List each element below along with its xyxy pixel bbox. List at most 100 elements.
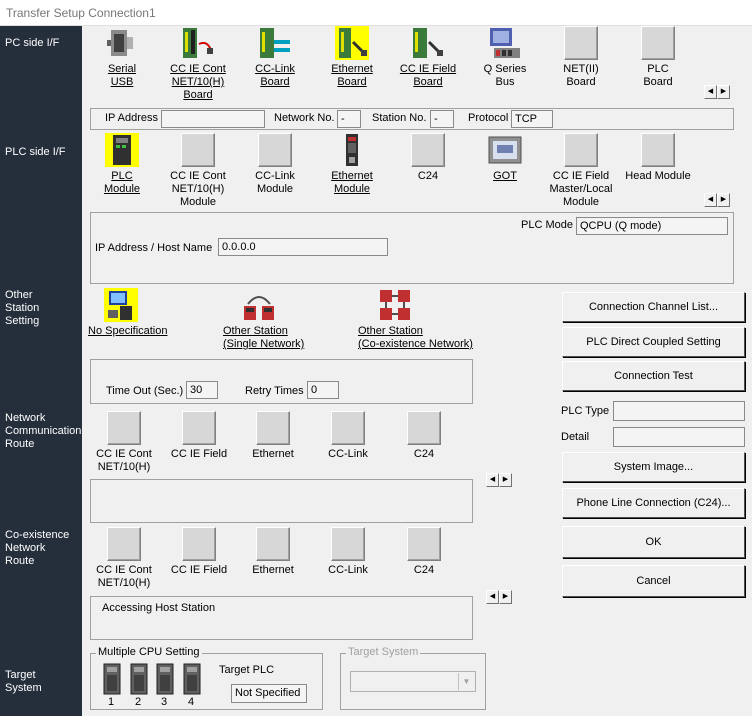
plc-side-ethernet-module[interactable]: Ethernet Module	[314, 133, 390, 196]
timeout-panel: Time Out (Sec.) 30 Retry Times 0	[90, 359, 473, 404]
scroll-right-icon[interactable]: ▶	[717, 193, 730, 207]
pc-side-serial-usb[interactable]: Serial USB	[84, 26, 160, 89]
sidebar: PC side I/F PLC side I/F Other Station S…	[0, 26, 82, 716]
title-bar: Transfer Setup Connection1	[0, 0, 752, 26]
blank-icon	[107, 411, 141, 445]
coexistence-route-cc-ie-field[interactable]: CC IE Field	[161, 527, 237, 577]
coexistence-route-ethernet[interactable]: Ethernet	[235, 527, 311, 577]
network-no-field[interactable]: -	[337, 110, 361, 128]
plc-side-c24[interactable]: C24	[390, 133, 466, 183]
coexistence-route-cc-link[interactable]: CC-Link	[310, 527, 386, 577]
blank-icon	[107, 527, 141, 561]
cpu-1-icon[interactable]	[103, 663, 121, 695]
pc-side-plc-board[interactable]: PLC Board	[620, 26, 696, 89]
other-station-no-specification[interactable]: No Specification	[82, 288, 172, 338]
connection-channel-list-button[interactable]: Connection Channel List...	[562, 292, 745, 322]
network-route-ethernet[interactable]: Ethernet	[235, 411, 311, 461]
blank-icon	[331, 411, 365, 445]
coexistence-route-c24[interactable]: C24	[386, 527, 462, 577]
pc-side-cc-link-board[interactable]: CC-Link Board	[237, 26, 313, 89]
network-route-c24[interactable]: C24	[386, 411, 462, 461]
pc-side-cc-ie-cont-board[interactable]: CC IE Cont NET/10(H) Board	[160, 26, 236, 102]
cpu-3-icon[interactable]	[156, 663, 174, 695]
target-plc-label: Target PLC	[219, 664, 275, 676]
plc-side-label: Head Module	[625, 170, 691, 182]
sidebar-label-other-station: Other Station Setting	[5, 289, 40, 327]
blank-icon	[258, 133, 292, 167]
plc-side-cc-ie-field-module[interactable]: CC IE Field Master/Local Module	[543, 133, 619, 209]
cpu-4-icon[interactable]	[183, 663, 201, 695]
coexistence-route-scroll[interactable]: ◀ ▶	[486, 590, 512, 604]
pc-side-ethernet-board[interactable]: Ethernet Board	[314, 26, 390, 89]
plc-module-icon	[105, 133, 139, 167]
scroll-right-icon[interactable]: ▶	[499, 590, 512, 604]
system-image-button[interactable]: System Image...	[562, 452, 745, 482]
pc-side-label: CC IE Field Board	[399, 63, 457, 88]
other-station-label: Other Station (Single Network)	[223, 325, 305, 350]
retry-field[interactable]: 0	[307, 381, 339, 399]
ok-button[interactable]: OK	[562, 526, 745, 558]
no-specification-icon	[104, 288, 138, 322]
timeout-field[interactable]: 30	[186, 381, 218, 399]
network-route-cc-link[interactable]: CC-Link	[310, 411, 386, 461]
cpu-2-icon[interactable]	[130, 663, 148, 695]
scroll-right-icon[interactable]: ▶	[717, 85, 730, 99]
pc-side-q-series-bus[interactable]: Q Series Bus	[467, 26, 543, 89]
scroll-left-icon[interactable]: ◀	[486, 473, 499, 487]
pc-side-scroll[interactable]: ◀ ▶	[704, 85, 730, 99]
pc-side-net-ii-board[interactable]: NET(II) Board	[543, 26, 619, 89]
other-station-label: Other Station (Co-existence Network)	[358, 325, 473, 350]
plc-side-cc-ie-cont-module[interactable]: CC IE Cont NET/10(H) Module	[160, 133, 236, 209]
plc-side-cc-link-module[interactable]: CC-Link Module	[237, 133, 313, 196]
other-station-single-network[interactable]: Other Station (Single Network)	[220, 288, 340, 351]
scroll-left-icon[interactable]: ◀	[704, 85, 717, 99]
plc-side-details-panel: PLC Mode QCPU (Q mode) IP Address / Host…	[90, 212, 734, 284]
network-route-scroll[interactable]: ◀ ▶	[486, 473, 512, 487]
protocol-field[interactable]: TCP	[511, 110, 553, 128]
phone-line-connection-button[interactable]: Phone Line Connection (C24)...	[562, 488, 745, 518]
serial-usb-icon	[105, 26, 139, 60]
pc-side-label: Ethernet Board	[331, 63, 373, 88]
network-route-cc-ie-field[interactable]: CC IE Field	[161, 411, 237, 461]
plc-side-scroll[interactable]: ◀ ▶	[704, 193, 730, 207]
sidebar-label-coexistence-route: Co-existence Network Route	[5, 529, 70, 567]
plc-type-label: PLC Type	[561, 405, 610, 417]
ip-address-field[interactable]	[161, 110, 265, 128]
pc-side-label: Serial USB	[107, 63, 137, 88]
station-no-field[interactable]: -	[430, 110, 454, 128]
cancel-button[interactable]: Cancel	[562, 565, 745, 597]
blank-icon	[181, 133, 215, 167]
route-label: CC IE Field	[170, 448, 228, 460]
connection-test-button[interactable]: Connection Test	[562, 361, 745, 391]
retry-label: Retry Times	[245, 385, 304, 397]
q-series-bus-icon	[488, 26, 522, 60]
coexistence-route-cc-ie-cont[interactable]: CC IE Cont NET/10(H)	[86, 527, 162, 590]
other-station-coexistence-network[interactable]: Other Station (Co-existence Network)	[356, 288, 486, 351]
station-no-label: Station No.	[372, 112, 427, 124]
chevron-down-icon: ▼	[458, 673, 474, 690]
blank-icon	[641, 26, 675, 60]
scroll-left-icon[interactable]: ◀	[704, 193, 717, 207]
pc-side-cc-ie-field-board[interactable]: CC IE Field Board	[390, 26, 466, 89]
scroll-left-icon[interactable]: ◀	[486, 590, 499, 604]
cc-link-board-icon	[258, 26, 292, 60]
network-route-cc-ie-cont[interactable]: CC IE Cont NET/10(H)	[86, 411, 162, 474]
plc-direct-coupled-button[interactable]: PLC Direct Coupled Setting	[562, 327, 745, 357]
route-label: CC IE Cont NET/10(H)	[96, 564, 152, 589]
target-plc-field: Not Specified	[231, 684, 307, 703]
pc-side-label: Q Series Bus	[483, 63, 527, 88]
plc-side-head-module[interactable]: Head Module	[620, 133, 696, 183]
plc-side-got[interactable]: GOT	[467, 133, 543, 183]
ip-host-field[interactable]: 0.0.0.0	[218, 238, 388, 256]
route-label: C24	[413, 564, 435, 576]
coexistence-route-panel: Accessing Host Station	[90, 596, 473, 640]
ip-host-label: IP Address / Host Name	[95, 242, 213, 254]
cc-ie-field-board-icon	[411, 26, 445, 60]
main-area: Serial USB CC IE Cont NET/10(H) Board CC…	[82, 26, 752, 716]
plc-side-plc-module[interactable]: PLC Module	[84, 133, 160, 196]
single-network-icon	[242, 288, 276, 322]
blank-icon	[564, 133, 598, 167]
network-route-panel	[90, 479, 473, 523]
scroll-right-icon[interactable]: ▶	[499, 473, 512, 487]
cc-ie-cont-board-icon	[181, 26, 215, 60]
